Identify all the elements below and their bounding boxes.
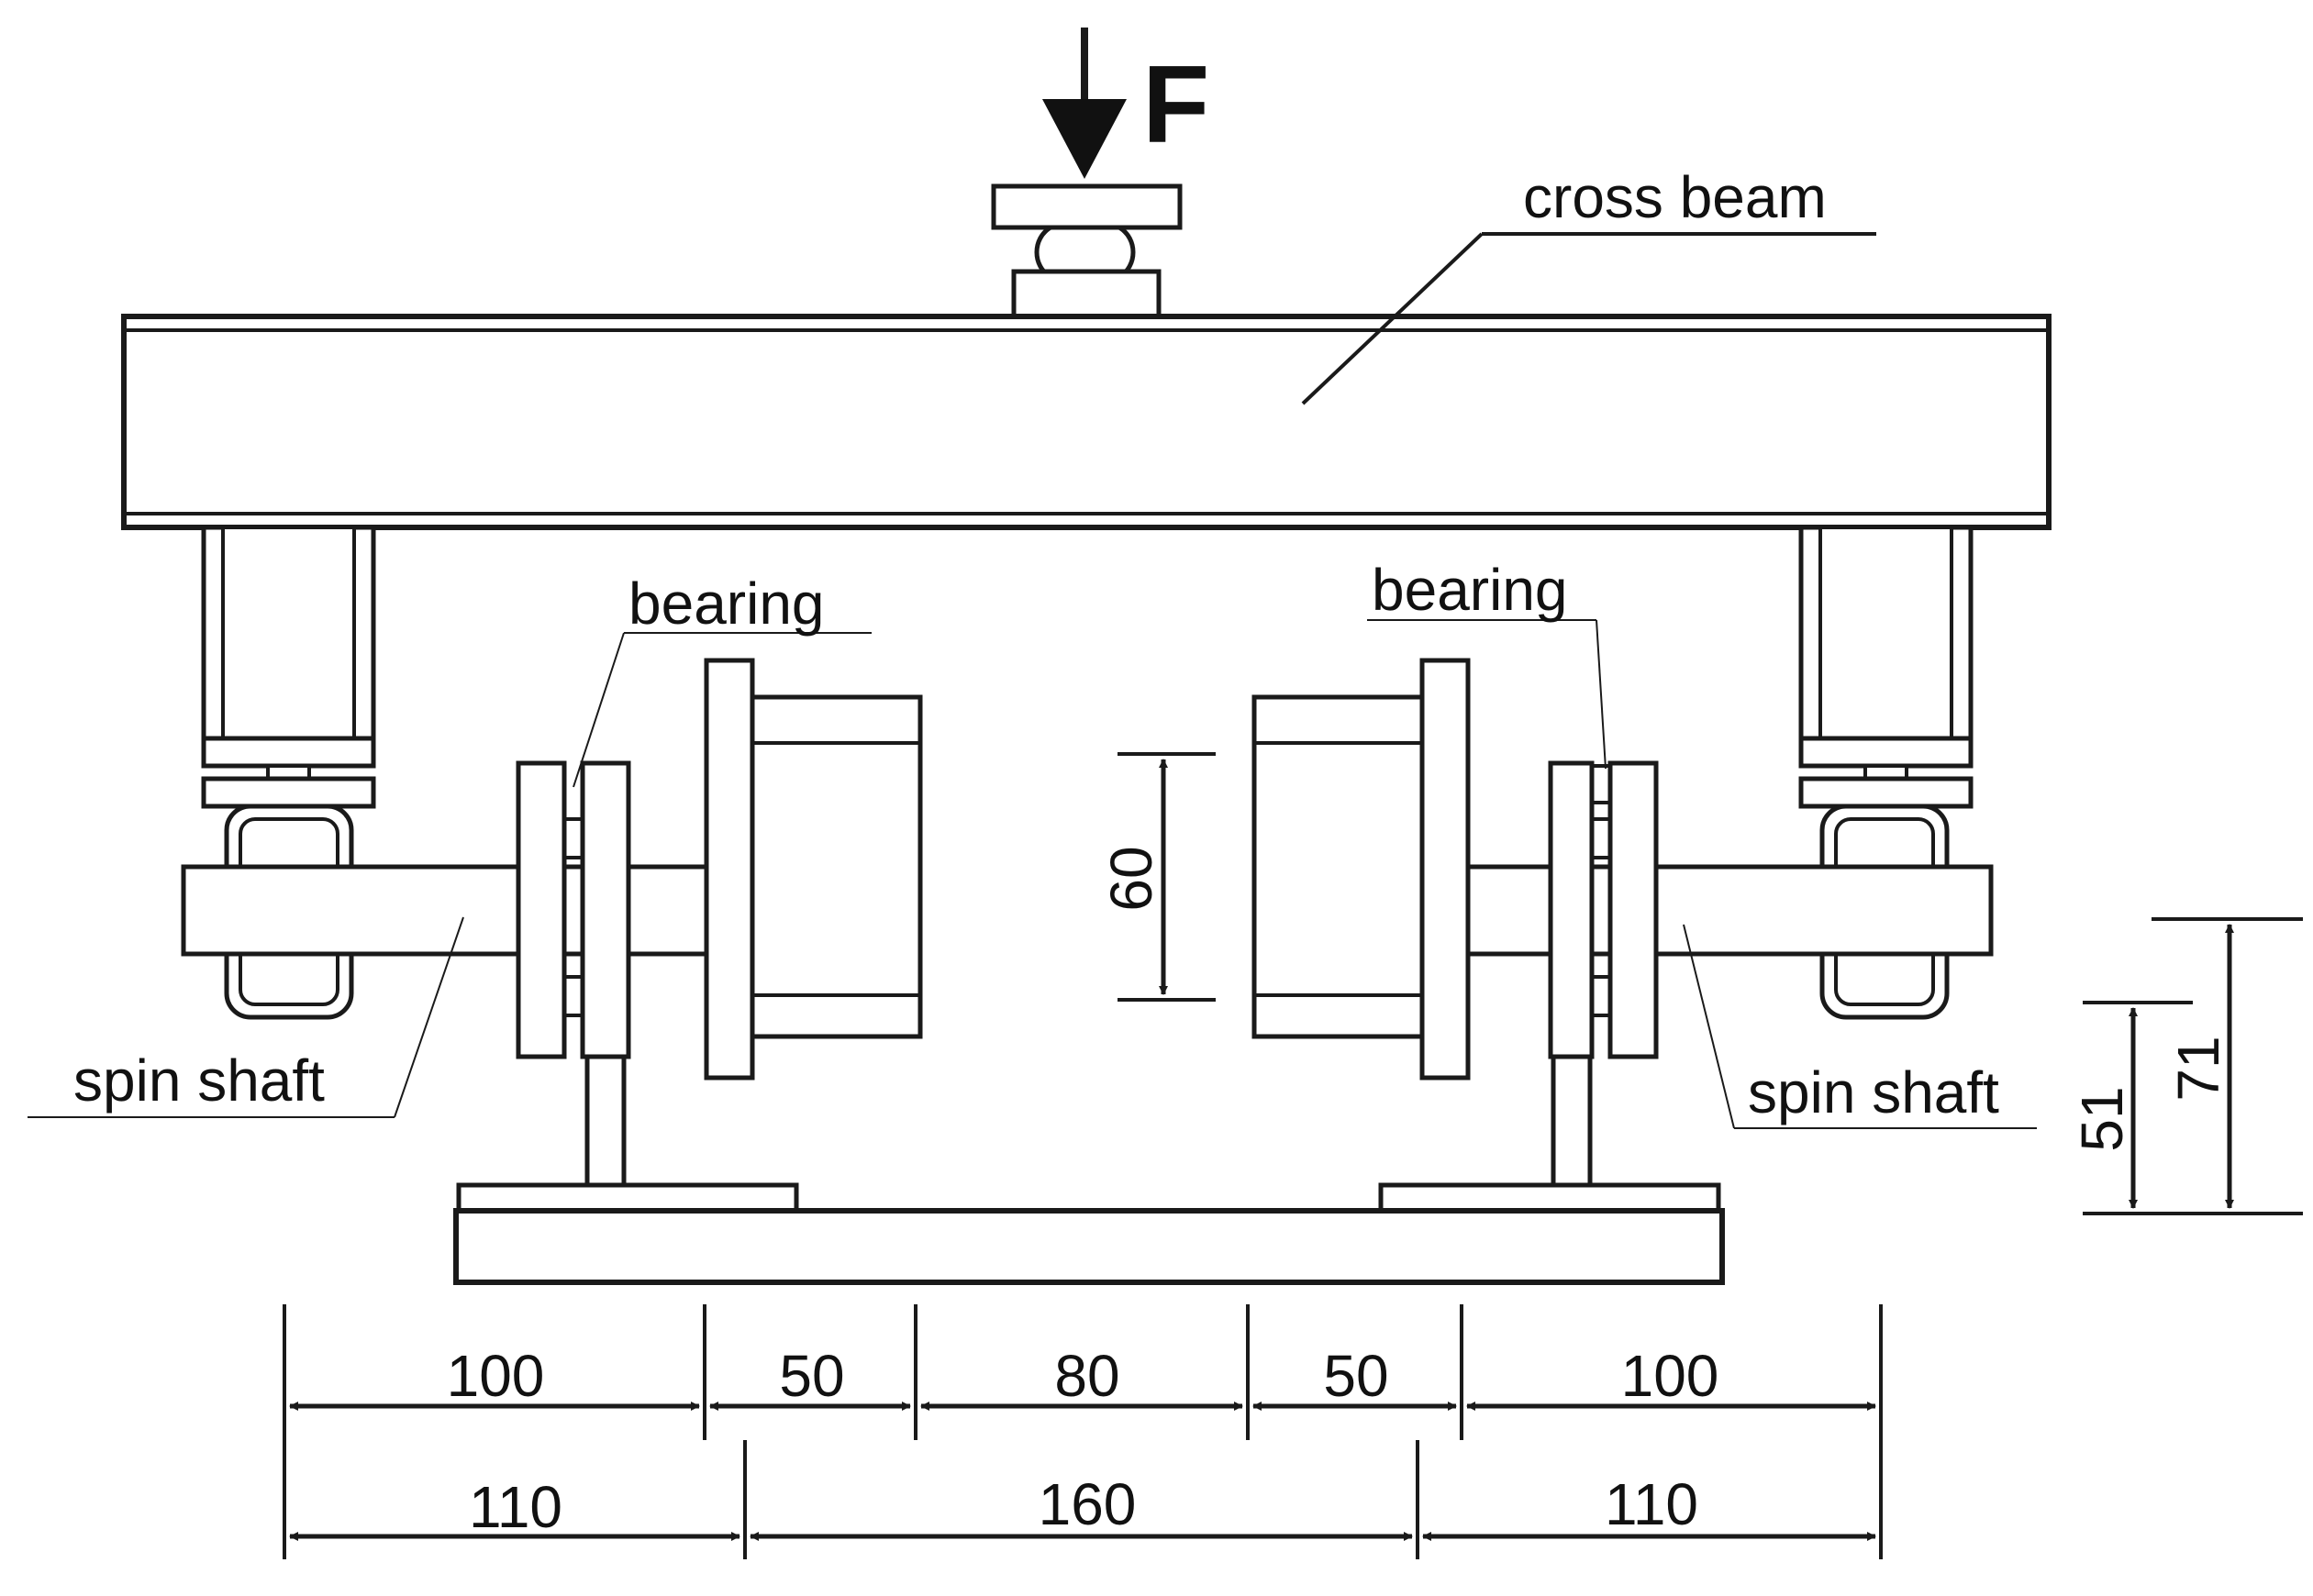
dim-bottom-2: 160 [1039, 1471, 1137, 1537]
dim-shaft-height-label: 51 [2069, 1086, 2135, 1151]
right-spin-shaft [1465, 864, 1994, 957]
bearing-right-label: bearing [1372, 557, 1568, 623]
left-disc [704, 658, 923, 1081]
bearing-left-leader [573, 632, 872, 788]
dim-top-4: 50 [1323, 1343, 1388, 1409]
base-plate [453, 1182, 1725, 1285]
right-disc [1251, 658, 1471, 1081]
dim-top-2: 50 [779, 1343, 844, 1409]
dim-bottom-row [289, 1440, 1876, 1559]
dim-top-3: 80 [1054, 1343, 1119, 1409]
dim-bottom-3: 110 [1605, 1471, 1698, 1537]
dim-bottom-1: 110 [469, 1474, 562, 1540]
left-bearing-assembly [516, 760, 631, 1188]
dim-shaft-heights [2083, 917, 2303, 1215]
dim-top-5: 100 [1621, 1343, 1719, 1409]
force-label: F [1142, 43, 1209, 166]
spin-shaft-left-leader [28, 916, 464, 1118]
cross-beam-leader [1301, 232, 1876, 405]
force-arrow [1042, 28, 1127, 179]
load-head [991, 183, 1183, 320]
cross-beam [121, 314, 2052, 530]
bearing-right-leader [1367, 619, 1607, 770]
bearing-left-label: bearing [628, 571, 825, 637]
dim-beam-support-height-label: 71 [2165, 1036, 2231, 1101]
dim-disc-height [1118, 752, 1216, 1002]
spin-shaft-left-label: spin shaft [73, 1047, 325, 1114]
spin-shaft-right-leader [1683, 924, 2037, 1129]
right-bearing-assembly [1548, 760, 1659, 1188]
cross-beam-label: cross beam [1523, 164, 1827, 230]
spin-shaft-right-label: spin shaft [1748, 1059, 1999, 1125]
dim-top-row [283, 1304, 1883, 1559]
dim-disc-height-label: 60 [1098, 846, 1164, 911]
dim-top-1: 100 [447, 1343, 545, 1409]
